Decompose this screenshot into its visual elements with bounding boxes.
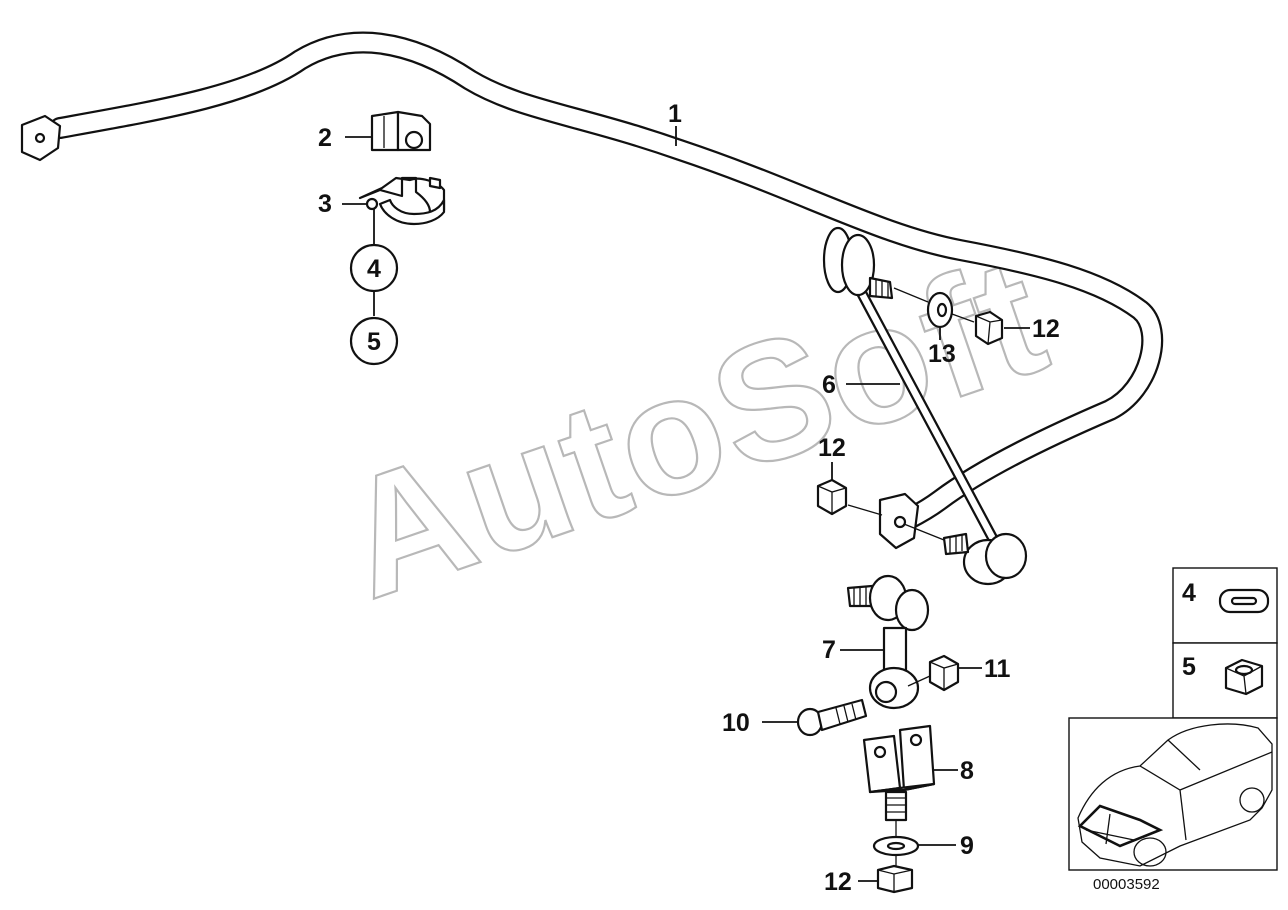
callout-7: 7: [822, 636, 836, 664]
callout-8: 8: [960, 757, 974, 785]
watermark-text: AutoSoft: [321, 220, 1068, 634]
legend-panel: 4 5: [1172, 567, 1278, 719]
clip-nut-icon: [1218, 588, 1270, 614]
callout-1: 1: [668, 100, 682, 128]
callout-12-middle: 12: [818, 434, 846, 462]
washer-9[interactable]: [872, 835, 920, 857]
callout-12-top: 12: [1032, 315, 1060, 343]
callout-3: 3: [318, 190, 332, 218]
nut-12-bottom[interactable]: [876, 864, 914, 894]
clamping-bracket[interactable]: [358, 176, 446, 226]
circled-reference-4[interactable]: [349, 243, 399, 293]
diagram-number: 00003592: [1093, 876, 1160, 893]
nut-12-middle[interactable]: [816, 478, 848, 516]
hex-nut-icon: [1224, 658, 1264, 696]
stabilizer-link-lower[interactable]: [846, 574, 930, 710]
callout-6: 6: [822, 371, 836, 399]
callout-11: 11: [984, 655, 1011, 683]
leader-lines: [342, 126, 1030, 882]
washer-13[interactable]: [926, 291, 954, 329]
nut-12-top[interactable]: [974, 310, 1004, 346]
callout-4: 4: [367, 255, 381, 283]
callout-13: 13: [928, 340, 956, 368]
legend-item-4-label: 4: [1182, 579, 1196, 607]
link-bracket-8[interactable]: [862, 724, 936, 822]
nut-11[interactable]: [928, 654, 960, 692]
bar-lower-eye: [878, 492, 920, 550]
stabilizer-bar[interactable]: [20, 31, 1164, 536]
callout-10: 10: [722, 709, 750, 737]
callout-5: 5: [367, 328, 381, 356]
callout-9: 9: [960, 832, 974, 860]
circled-reference-5[interactable]: [349, 316, 399, 366]
callout-12-bottom: 12: [824, 868, 852, 896]
stabilizer-link-upper[interactable]: [822, 226, 1028, 586]
vehicle-location-thumbnail: [1068, 717, 1278, 871]
legend-item-5-label: 5: [1182, 653, 1196, 681]
car-outline-icon: [1077, 723, 1273, 867]
bolt-10[interactable]: [796, 698, 868, 737]
callout-2: 2: [318, 124, 332, 152]
rubber-mounting[interactable]: [370, 110, 432, 152]
